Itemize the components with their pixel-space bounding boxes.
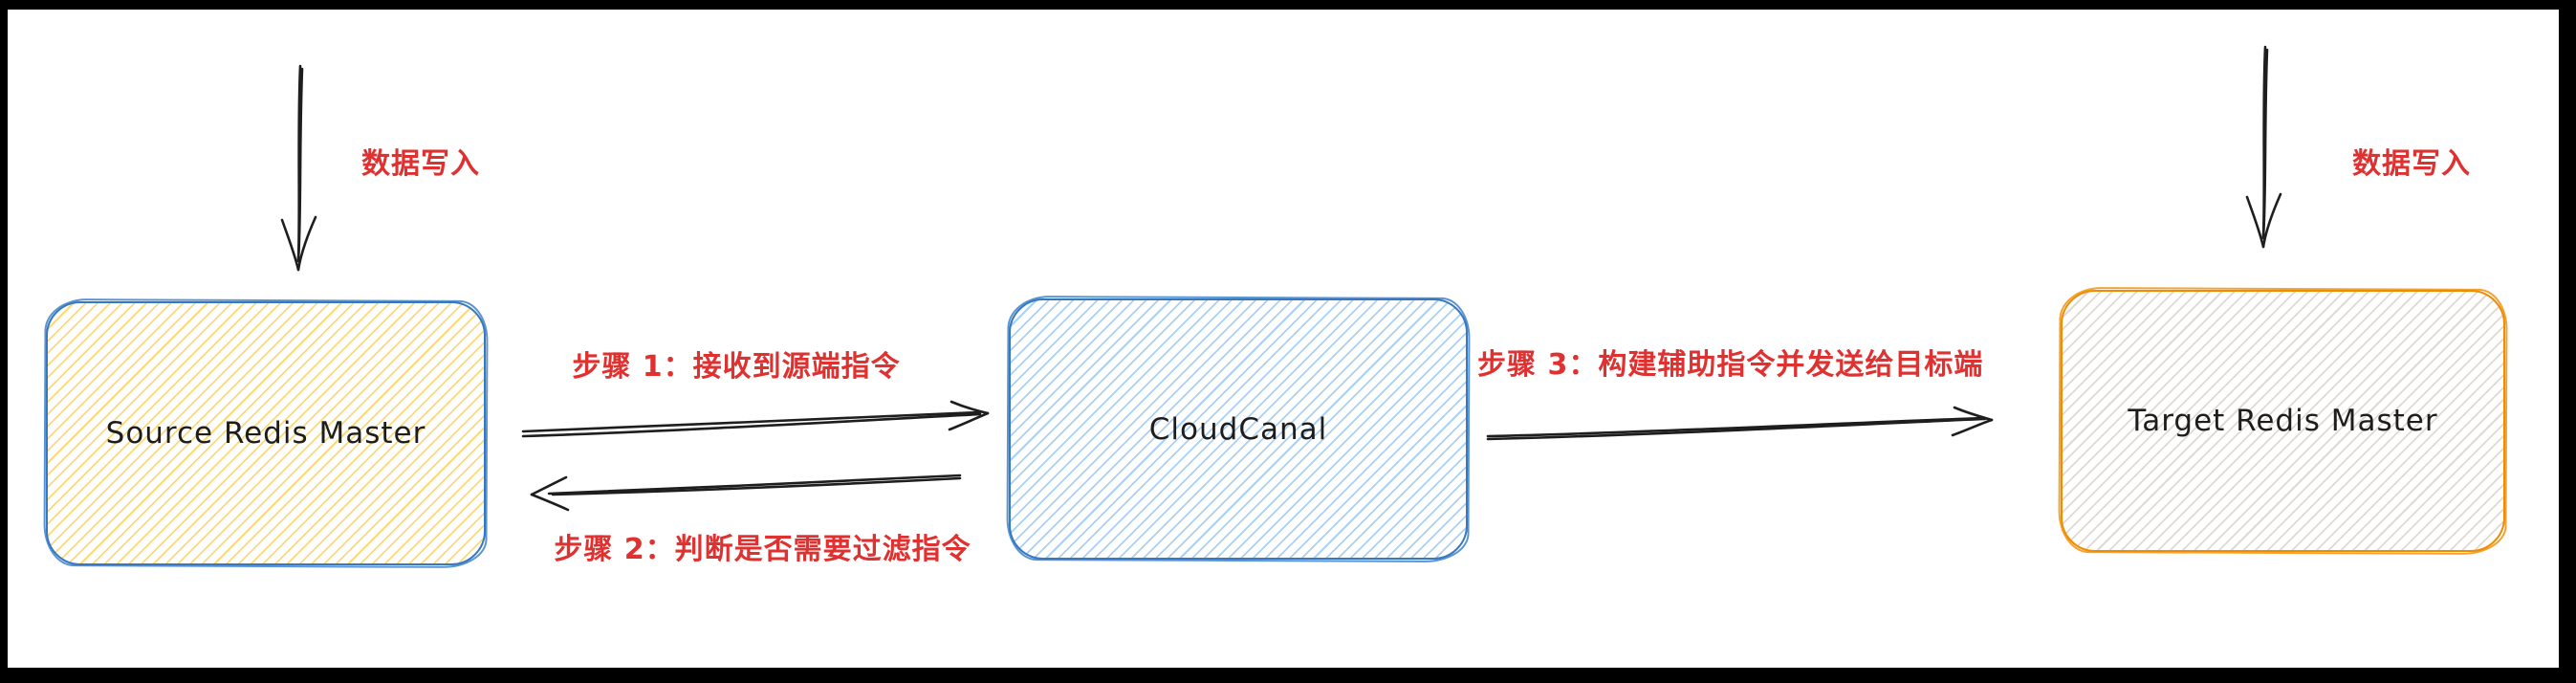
target-node-label: Target Redis Master [2128,404,2438,438]
step3-arrow [1486,406,1994,441]
step1-arrow [521,400,990,438]
source-write-label: 数据写入 [361,147,480,181]
step2-arrow [530,474,962,512]
data-write-arrow-source [280,64,317,272]
target-write-label: 数据写入 [2352,147,2471,181]
data-write-arrow-target [2245,45,2282,249]
node-target-redis-master: Target Redis Master [2061,290,2505,552]
cloudcanal-node-label: CloudCanal [1148,411,1328,447]
step3-label: 步骤 3：构建辅助指令并发送给目标端 [1477,348,1984,382]
node-cloudcanal: CloudCanal [1009,298,1468,560]
step2-label: 步骤 2：判断是否需要过滤指令 [554,533,971,566]
node-source-redis-master: Source Redis Master [46,301,486,565]
source-node-label: Source Redis Master [105,416,426,451]
step1-label: 步骤 1：接收到源端指令 [572,350,901,384]
